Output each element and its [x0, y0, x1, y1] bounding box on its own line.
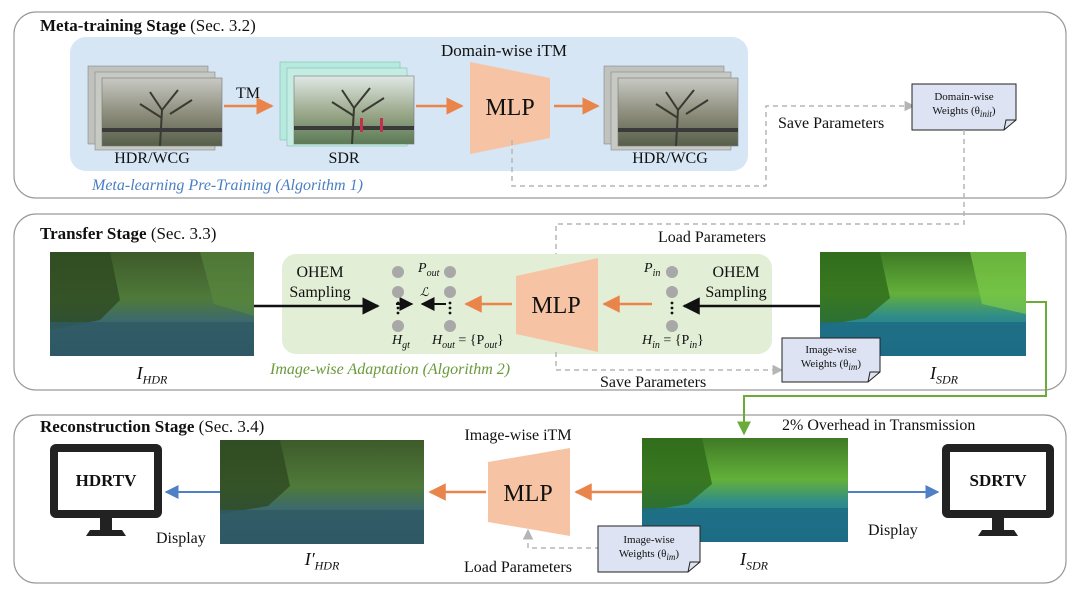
domain-weights-note-shape: [911, 83, 1017, 131]
pixel-dots: [392, 266, 678, 332]
ohem-left-line2: Sampling: [289, 284, 351, 301]
transfer-hdr-image: [50, 252, 254, 356]
hdr-wcg-output-stack: [603, 65, 739, 151]
ohem-right-line1: OHEM: [712, 264, 760, 281]
image-weights-note-shape: [781, 337, 881, 383]
display-left-label: Display: [156, 530, 206, 547]
display-right-label: Display: [868, 522, 918, 539]
sdrtv-label: SDRTV: [969, 471, 1027, 490]
sdr-label: SDR: [328, 150, 360, 167]
recon-hdr-output-image: [220, 440, 424, 544]
hdr-wcg-left-label: HDR/WCG: [114, 150, 190, 167]
recon-load-params-label: Load Parameters: [464, 559, 572, 576]
hdrtv-monitor-icon: [50, 444, 162, 536]
domain-itm-label: Domain-wise iTM: [440, 41, 568, 60]
recon-weights-note-shape: [597, 525, 701, 573]
recon-stage-title: Reconstruction Stage (Sec. 3.4): [40, 417, 265, 436]
transfer-save-params-label: Save Parameters: [600, 374, 707, 391]
loss-label: ℒ: [420, 285, 429, 299]
transfer-mlp-label: MLP: [531, 293, 581, 319]
h-gt-label: Hgt: [392, 333, 410, 351]
meta-save-path: [511, 100, 916, 187]
meta-pretraining-label: Meta-learning Pre-Training (Algorithm 1): [92, 177, 363, 194]
ohem-left-line1: OHEM: [296, 264, 344, 281]
transmission-path: [737, 301, 1047, 436]
h-in-label: Hin = {Pin}: [642, 333, 704, 351]
h-out-label: Hout = {Pout}: [432, 333, 504, 351]
hdr-wcg-right-label: HDR/WCG: [632, 150, 708, 167]
meta-stage-title: Meta-training Stage (Sec. 3.2): [40, 16, 256, 35]
transfer-stage-title: Transfer Stage (Sec. 3.3): [40, 224, 217, 243]
i-sdr-transfer-label: ISDR: [930, 363, 958, 387]
i-hdr-prime-label: I′HDR: [304, 549, 340, 573]
overhead-label: 2% Overhead in Transmission: [782, 417, 976, 434]
tm-label: TM: [236, 85, 260, 102]
ohem-right-line2: Sampling: [705, 284, 767, 301]
sdr-input-stack: [279, 61, 415, 147]
recon-mlp-label: MLP: [503, 481, 553, 507]
image-weights-note: Image-wise Weights (θim): [800, 344, 862, 372]
transfer-mlp-block: [516, 258, 598, 352]
hdr-wcg-input-stack: [87, 65, 223, 151]
i-hdr-label: IHDR: [136, 363, 168, 387]
i-sdr-recon-label: ISDR: [740, 549, 768, 573]
p-in-label: Pin: [644, 261, 661, 279]
sdrtv-monitor-icon: [942, 444, 1054, 536]
load-params-path: [550, 130, 965, 270]
adaptation-label: Image-wise Adaptation (Algorithm 2): [270, 361, 511, 378]
meta-mlp-label: MLP: [485, 95, 535, 121]
p-out-label: Pout: [418, 261, 440, 279]
transfer-save-path: [555, 352, 784, 376]
image-itm-label: Image-wise iTM: [464, 427, 572, 444]
meta-save-params-label: Save Parameters: [778, 115, 885, 132]
recon-load-path: [522, 528, 600, 549]
recon-sdr-input-image: [642, 438, 848, 542]
meta-mlp-block: [470, 62, 550, 154]
load-params-label: Load Parameters: [658, 229, 766, 246]
hdrtv-label: HDRTV: [75, 471, 137, 490]
domain-weights-note: Domain-wise Weights (θinit): [932, 91, 996, 119]
recon-mlp-block: [488, 448, 570, 536]
recon-weights-note: Image-wise Weights (θim): [618, 534, 680, 562]
